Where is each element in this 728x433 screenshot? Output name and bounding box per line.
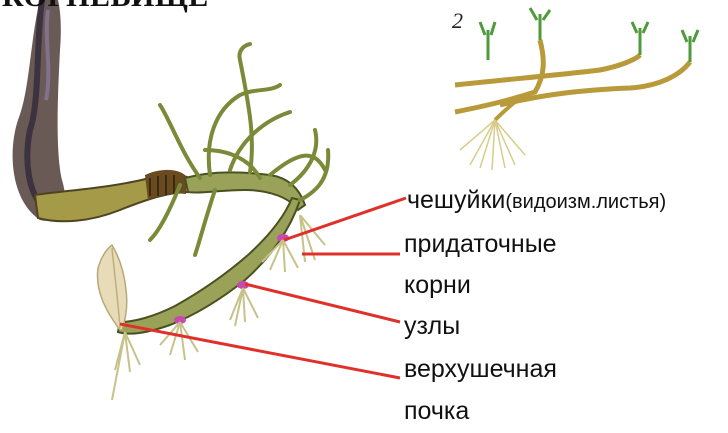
label-scales-main: чешуйки [407,186,505,214]
label-roots-line1: придаточные [404,232,557,257]
heading-fragment: КОРНЕВИЩЕ [2,0,209,14]
figure-number: 2 [452,8,463,34]
pointer-bud [120,324,400,378]
plant-stem-base [13,0,65,221]
adventitious-roots [112,215,325,400]
label-bud-line2: почка [404,399,469,424]
label-scales-note: (видоизм.листья) [505,191,666,213]
figure-2-rhizome-sketch [455,8,698,170]
pointer-nodes [245,284,400,322]
label-roots-line2: корни [404,273,471,298]
label-scales: чешуйки(видоизм.листья) [407,188,666,213]
label-bud-line1: верхушечная [404,357,557,382]
label-nodes: узлы [404,314,460,339]
apical-bud [97,245,126,330]
